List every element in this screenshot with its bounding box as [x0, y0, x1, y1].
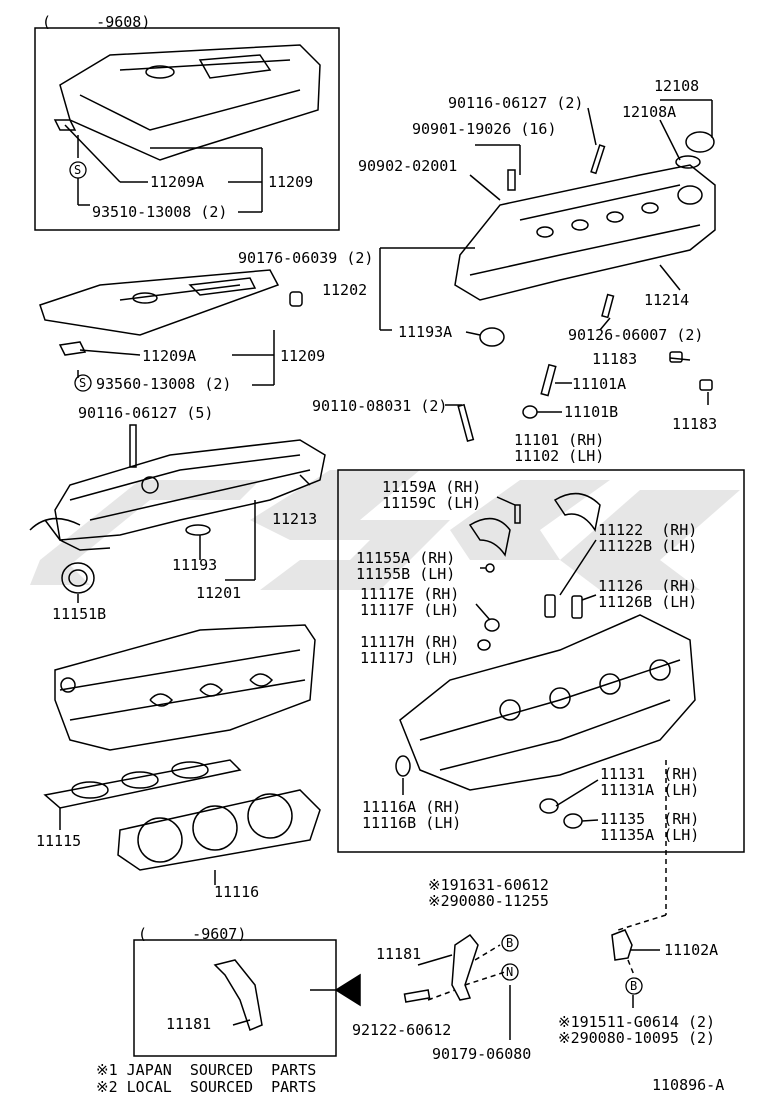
plug-seal-11193A: [479, 327, 505, 347]
label-191631: ※191631-60612: [428, 876, 549, 894]
label-11155A: 11155A (RH): [356, 549, 456, 567]
label-12108: 12108: [654, 77, 700, 95]
label-11101B: 11101B: [564, 403, 619, 421]
diagram-code: 110896-A: [652, 1076, 725, 1094]
label-11183-b: 11183: [672, 415, 718, 433]
head-gasket-11116: [117, 789, 321, 871]
label-93560: 93560-13008 (2): [96, 375, 232, 393]
label-11181-top: 11181: [376, 945, 422, 963]
label-90902: 90902-02001: [358, 157, 458, 175]
label-90110: 90110-08031 (2): [312, 397, 448, 415]
label-11101: 11101 (RH): [514, 431, 605, 449]
symbol-s-mid: S: [79, 376, 87, 390]
label-11151B: 11151B: [52, 605, 107, 623]
range-label-bottom-box: ( -9607): [138, 925, 247, 943]
symbol-s-top: S: [74, 163, 82, 177]
label-11202: 11202: [322, 281, 368, 299]
symbol-n-mid: N: [506, 965, 514, 979]
bracket-11181-box: [213, 959, 263, 1032]
bearing-cap-right: [553, 492, 601, 532]
label-11159A: 11159A (RH): [382, 478, 482, 496]
label-90901: 90901-19026 (16): [412, 120, 557, 138]
valve-cover-right: [454, 164, 716, 301]
seal-11135: [563, 813, 583, 829]
label-11131A: 11131A (LH): [600, 781, 700, 799]
label-11122B: 11122B (LH): [598, 537, 698, 555]
symbol-b-right: B: [630, 979, 638, 993]
note-local-sourced: ※2 LOCAL SOURCED PARTS: [96, 1078, 317, 1096]
plug-gasket-11193: [185, 524, 211, 536]
label-11181-box: 11181: [166, 1015, 212, 1033]
bracket-11181: [451, 933, 479, 1001]
label-11131: 11131 (RH): [600, 765, 700, 783]
cylinder-head-right: [399, 614, 696, 791]
label-11209A-top: 11209A: [150, 173, 205, 191]
label-11117H: 11117H (RH): [360, 633, 460, 651]
label-11116: 11116: [214, 883, 260, 901]
bearing-cap-left: [468, 517, 511, 557]
label-11102: 11102 (LH): [514, 447, 605, 465]
label-11126B: 11126B (LH): [598, 593, 698, 611]
label-11201: 11201: [196, 584, 242, 602]
label-11116A: 11116A (RH): [362, 798, 462, 816]
label-11209-mid: 11209: [280, 347, 326, 365]
range-label-top-box: ( -9608): [42, 13, 151, 31]
seal-11151B: [61, 562, 95, 594]
cylinder-head-group-box: [337, 469, 745, 853]
label-11193: 11193: [172, 556, 218, 574]
label-11122: 11122 (RH): [598, 521, 698, 539]
label-11115: 11115: [36, 832, 82, 850]
label-11155B: 11155B (LH): [356, 565, 456, 583]
label-11213: 11213: [272, 510, 318, 528]
seal-11131: [539, 798, 559, 814]
label-11209-top: 11209: [268, 173, 314, 191]
label-90176: 90176-06039 (2): [238, 249, 374, 267]
label-11117J: 11117J (LH): [360, 649, 460, 667]
label-11135: 11135 (RH): [600, 810, 700, 828]
label-191511: ※191511-G0614 (2): [558, 1013, 716, 1031]
label-11116B: 11116B (LH): [362, 814, 462, 832]
label-11126: 11126 (RH): [598, 577, 698, 595]
note-japan-sourced: ※1 JAPAN SOURCED PARTS: [96, 1061, 317, 1079]
label-11101A: 11101A: [572, 375, 627, 393]
label-11209A-mid: 11209A: [142, 347, 197, 365]
label-92122: 92122-60612: [352, 1021, 452, 1039]
label-11214: 11214: [644, 291, 690, 309]
engine-cover-lower: [39, 269, 280, 356]
seal-11116A: [395, 755, 411, 777]
valve-cover-left: [29, 439, 326, 551]
label-12108A: 12108A: [622, 103, 677, 121]
label-11117E: 11117E (RH): [360, 585, 460, 603]
label-11102A: 11102A: [664, 941, 719, 959]
label-11183-a: 11183: [592, 350, 638, 368]
label-290080-10095: ※290080-10095 (2): [558, 1029, 716, 1047]
engine-cover-top: [53, 44, 321, 161]
cylinder-head-left: [54, 624, 316, 751]
label-11159C: 11159C (LH): [382, 494, 482, 512]
label-93510: 93510-13008 (2): [92, 203, 228, 221]
label-11117F: 11117F (LH): [360, 601, 460, 619]
oil-filler-cap: [685, 131, 715, 153]
engine-cover-early-box: [34, 27, 340, 231]
label-290080-11255: ※290080-11255: [428, 892, 549, 910]
bracket-early-box: [133, 939, 337, 1057]
label-11193A: 11193A: [398, 323, 453, 341]
label-90179: 90179-06080: [432, 1045, 532, 1063]
sensor-11102A: [611, 929, 633, 961]
label-90126: 90126-06007 (2): [568, 326, 704, 344]
label-90116-2: 90116-06127 (2): [448, 94, 584, 112]
label-11135A: 11135A (LH): [600, 826, 700, 844]
intake-gasket-11115: [43, 759, 242, 809]
label-90116-5: 90116-06127 (5): [78, 404, 214, 422]
symbol-b-top: B: [506, 936, 514, 950]
